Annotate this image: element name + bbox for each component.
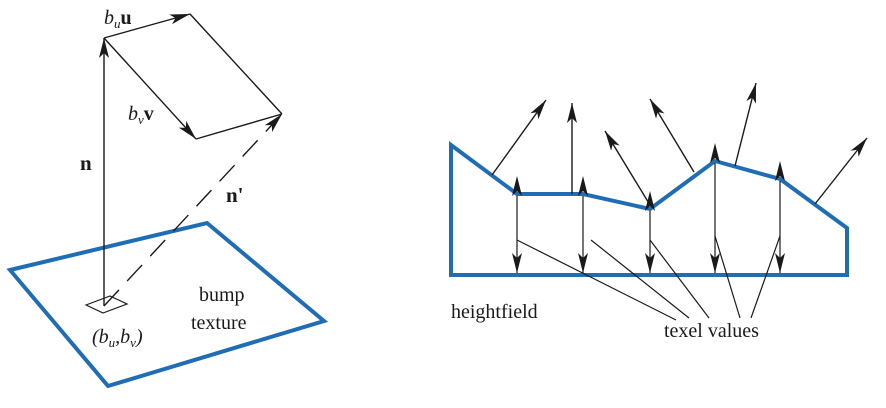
leader-line-1 xyxy=(516,239,677,321)
texel-values-label: texel values xyxy=(664,320,759,342)
bv-v-label: bvv xyxy=(128,103,154,127)
perturbed-normal-arrow xyxy=(103,113,283,307)
normal-arrow-3 xyxy=(649,98,695,173)
left-panel: buu bvv n n' bump texture (bu,bv) xyxy=(6,7,329,389)
right-panel: heightfield texel values xyxy=(449,82,868,342)
normal-arrow-5 xyxy=(734,82,757,167)
bump-label-line1: bump xyxy=(199,284,245,306)
normal-arrow-1 xyxy=(491,99,547,176)
leader-line-2 xyxy=(590,239,690,319)
parallelogram-edge-right xyxy=(189,13,283,115)
bump-label-line2: texture xyxy=(191,312,247,334)
leader-line-4 xyxy=(714,235,741,319)
leader-line-3 xyxy=(649,239,710,319)
texel-square xyxy=(84,295,129,314)
parallelogram-edge-bottom xyxy=(195,113,283,140)
bu-u-arrow xyxy=(103,13,191,39)
normal-arrow-4 xyxy=(604,130,651,206)
heightfield-label: heightfield xyxy=(451,301,538,323)
bu-u-label: buu xyxy=(104,7,132,31)
heightfield-outline xyxy=(449,141,849,277)
leader-line-5 xyxy=(750,235,781,319)
normal-n-label: n xyxy=(80,151,92,175)
normal-arrow-6 xyxy=(814,137,868,205)
perturbed-normal-label: n' xyxy=(226,183,244,207)
bv-v-arrow xyxy=(103,37,197,140)
bump-texture-plane xyxy=(6,220,329,389)
texel-coordinate-label: (bu,bv) xyxy=(92,326,143,350)
